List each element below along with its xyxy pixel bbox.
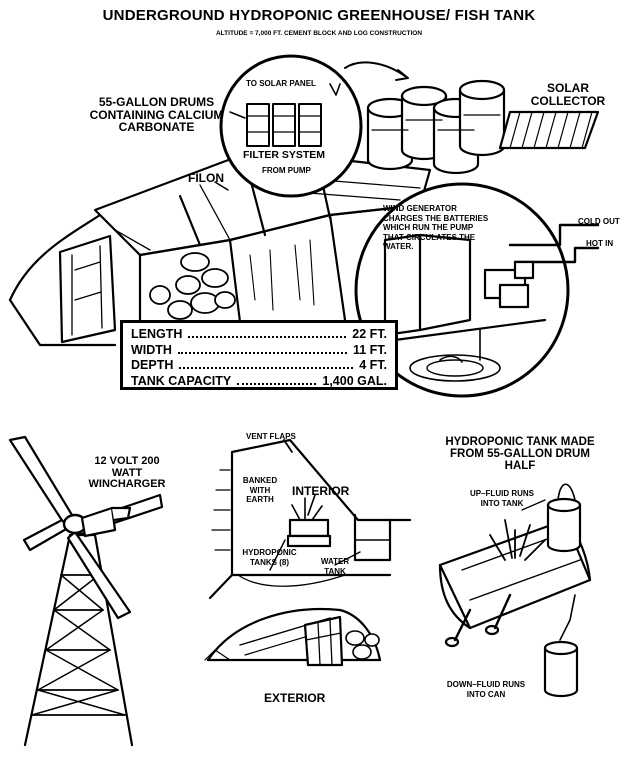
spec-row-depth: DEPTH 4 ft. (131, 358, 387, 374)
filter-system-label: FILTER SYSTEM (243, 149, 326, 161)
vent-flaps-label: VENT FLAPS (246, 432, 296, 441)
solar-collector-label: SOLAR COLLECTOR (530, 81, 606, 108)
windmill-drawing (8, 435, 164, 747)
banked-with-earth-label: BANKED WITH EARTH (242, 476, 278, 505)
tank-specs-table: LENGTH 22 ft. WIDTH 11 ft. DEPTH 4 ft. T… (120, 320, 398, 390)
to-solar-panel-label: TO SOLAR PANEL (246, 79, 316, 88)
up-fluid-label: UP–FLUID RUNS INTO TANK (469, 489, 534, 508)
solar-arrow (344, 61, 406, 77)
filon-label: FILON (188, 171, 224, 185)
hydroponic-tanks-label: HYDROPONIC TANKS (8) (242, 548, 297, 567)
hydroponic-tank-title: HYDROPONIC TANK MADE FROM 55-GALLON DRUM… (445, 436, 595, 473)
water-tank-label: WATER TANK (320, 557, 350, 576)
from-pump-label: FROM PUMP (262, 166, 311, 175)
spec-row-tank-capacity: TANK CAPACITY 1,400 gal. (131, 374, 387, 390)
filter-system-circle (219, 54, 363, 198)
spec-label: DEPTH (131, 358, 174, 372)
spec-value: 4 ft. (359, 358, 387, 372)
pump-detail-circle (354, 182, 600, 398)
page-subtitle: ALTITUDE = 7,000 FT. CEMENT BLOCK AND LO… (215, 30, 423, 37)
spec-value: 22 ft. (352, 327, 387, 341)
interior-cutaway-drawing (208, 438, 412, 600)
page-title: UNDERGROUND HYDROPONIC GREENHOUSE/ FISH … (102, 7, 536, 24)
spec-label: TANK CAPACITY (131, 373, 232, 388)
hydroponic-drum-half-drawing (438, 483, 592, 698)
spec-row-width: WIDTH 11 ft. (131, 343, 387, 359)
exterior-label: EXTERIOR (264, 691, 326, 705)
hot-in-label: HOT IN (586, 239, 614, 248)
wind-generator-label: WIND GENERATOR CHARGES THE BATTERIES WHI… (383, 204, 489, 252)
solar-collector-panel (498, 110, 600, 150)
spec-label: WIDTH (131, 342, 172, 357)
spec-value: 11 ft. (352, 342, 387, 357)
exterior-drawing (204, 608, 382, 667)
drums-label: 55-GALLON DRUMS CONTAINING CALCIUM CARBO… (89, 95, 224, 135)
cold-out-label: COLD OUT (578, 217, 620, 226)
spec-label: LENGTH (131, 327, 183, 341)
solar-collector-drums (366, 79, 506, 175)
interior-label: INTERIOR (292, 484, 350, 498)
spec-row-length: LENGTH 22 ft. (131, 327, 387, 343)
spec-value: 1,400 gal. (322, 373, 387, 388)
wincharger-label: 12 VOLT 200 WATT WINCHARGER (88, 455, 166, 491)
down-fluid-label: DOWN–FLUID RUNS INTO CAN (446, 680, 526, 699)
